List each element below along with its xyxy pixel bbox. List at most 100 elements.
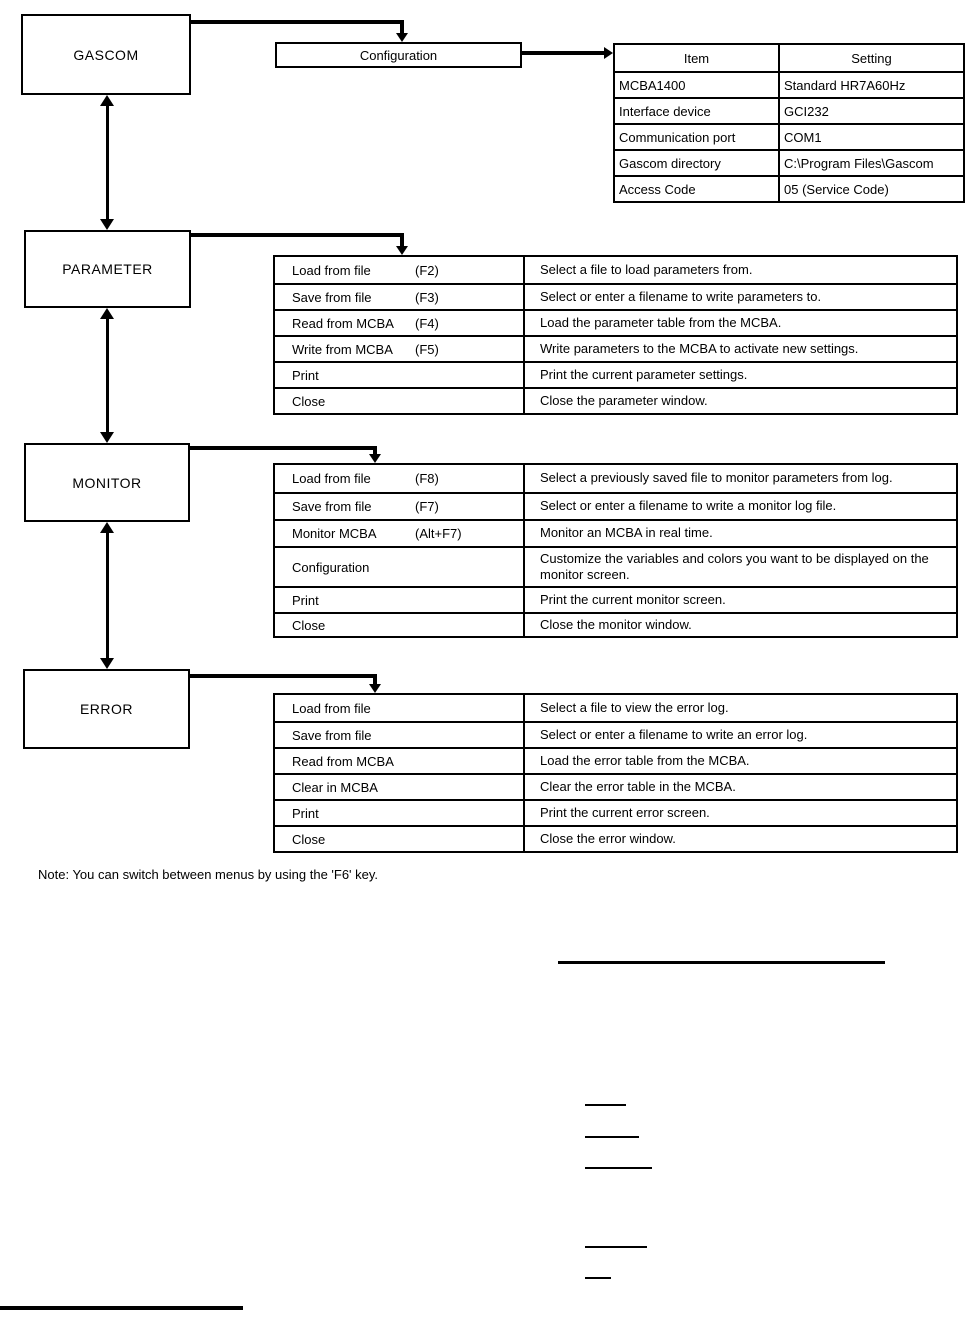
menu-row: Save from file (F7) Select or enter a fil… <box>275 492 956 519</box>
menu-shortcut: (Alt+F7) <box>415 526 462 541</box>
menu-item-label: Load from file <box>292 262 371 278</box>
table-row: Gascom directory C:\Program Files\Gascom <box>615 149 963 175</box>
arrow-down-icon <box>369 454 381 463</box>
table-row: Access Code 05 (Service Code) <box>615 175 963 201</box>
menu-row: Save from file (F3) Select or enter a fil… <box>275 283 956 309</box>
rule-line <box>585 1136 639 1138</box>
gascom-label: GASCOM <box>73 46 139 63</box>
table-header-row: Item Setting <box>615 45 963 71</box>
rule-line <box>585 1104 626 1106</box>
monitor-node: MONITOR <box>24 443 190 522</box>
menu-item-label: Load from file <box>292 700 371 716</box>
rule-line <box>585 1167 652 1169</box>
arrow-down-icon <box>369 684 381 693</box>
menu-item-description: Close the error window. <box>540 830 676 846</box>
arrow-up-icon <box>100 308 114 319</box>
menu-item-label: Close <box>292 617 326 633</box>
menu-item-description: Close the parameter window. <box>540 392 708 408</box>
menu-item-description: Customize the variables and colors you w… <box>540 550 929 582</box>
arrow-down-icon <box>100 658 114 669</box>
menu-item-description: Clear the error table in the MCBA. <box>540 778 736 794</box>
menu-shortcut: (F3) <box>415 289 439 305</box>
double-arrow-gascom-parameter <box>99 95 115 230</box>
menu-row: Read from MCBA (F4) Load the parameter ta… <box>275 309 956 335</box>
config-settings-table: Item Setting MCBA1400 Standard HR7A60Hz … <box>613 43 965 203</box>
arrow-down-icon <box>396 246 408 255</box>
gascom-node: GASCOM <box>21 14 191 95</box>
menu-shortcut: (F7) <box>415 499 439 514</box>
menu-item-label: Print <box>292 367 319 383</box>
monitor-menu-table: Load from file (F8) Select a previously s… <box>273 463 958 638</box>
double-arrow-parameter-monitor <box>99 308 115 443</box>
menu-row: Write from MCBA (F5) Write parameters to … <box>275 335 956 361</box>
arrow-down-icon <box>100 432 114 443</box>
menu-shortcut: (F5) <box>415 341 439 357</box>
arrow-down-icon <box>396 33 408 42</box>
menu-item-label: Clear in MCBA <box>292 779 378 795</box>
column-header-item: Item <box>615 45 780 71</box>
menu-item-label: Save from file <box>292 499 372 514</box>
menu-item-label: Read from MCBA <box>292 315 394 331</box>
parameter-label: PARAMETER <box>62 261 153 277</box>
arrow-down-icon <box>100 219 114 230</box>
rule-line <box>585 1246 647 1248</box>
menu-row: Print Print the current error screen. <box>275 799 956 825</box>
menu-item-label: Close <box>292 831 326 847</box>
menu-row: Print Print the current monitor screen. <box>275 586 956 612</box>
arrow-right-icon <box>604 47 613 59</box>
table-row: MCBA1400 Standard HR7A60Hz <box>615 71 963 97</box>
connector-gascom-config <box>191 20 404 24</box>
menu-item-description: Print the current monitor screen. <box>540 591 726 607</box>
arrow-up-icon <box>100 95 114 106</box>
menu-item-description: Print the current error screen. <box>540 804 710 820</box>
menu-item-label: Load from file <box>292 471 371 486</box>
menu-item-description: Select or enter a filename to write a mo… <box>540 498 837 514</box>
menu-item-label: Read from MCBA <box>292 753 394 769</box>
double-arrow-monitor-error <box>99 522 115 669</box>
parameter-node: PARAMETER <box>24 230 191 308</box>
rule-line <box>585 1277 611 1279</box>
arrow-up-icon <box>100 522 114 533</box>
menu-item-description: Select a previously saved file to monito… <box>540 470 893 486</box>
menu-row: Configuration Customize the variables an… <box>275 546 956 586</box>
menu-item-label: Print <box>292 805 319 821</box>
menu-shortcut: (F2) <box>415 262 439 278</box>
table-row: Interface device GCI232 <box>615 97 963 123</box>
menu-row: Load from file Select a file to view the… <box>275 695 956 721</box>
table-row: Communication port COM1 <box>615 123 963 149</box>
menu-item-description: Write parameters to the MCBA to activate… <box>540 340 859 356</box>
note-text: Note: You can switch between menus by us… <box>38 867 379 882</box>
menu-shortcut: (F4) <box>415 315 439 331</box>
menu-row: Close Close the monitor window. <box>275 612 956 636</box>
menu-item-description: Select a file to load parameters from. <box>540 261 753 277</box>
menu-item-label: Configuration <box>292 559 370 575</box>
menu-shortcut: (F8) <box>415 471 439 486</box>
menu-item-description: Load the error table from the MCBA. <box>540 752 750 768</box>
error-label: ERROR <box>79 701 134 717</box>
error-node: ERROR <box>23 669 190 749</box>
connector-parameter-menu <box>191 233 404 237</box>
menu-row: Load from file (F2) Select a file to load… <box>275 257 956 283</box>
menu-row: Monitor MCBA(Alt+F7) Monitor an MCBA in … <box>275 519 956 546</box>
menu-item-description: Select or enter a filename to write para… <box>540 288 822 304</box>
column-header-setting: Setting <box>851 50 892 66</box>
menu-row: Print Print the current parameter settin… <box>275 361 956 387</box>
connector-error-menu <box>190 674 377 678</box>
rule-line <box>558 961 885 964</box>
menu-row: Load from file (F8) Select a previously s… <box>275 465 956 492</box>
menu-item-description: Select a file to view the error log. <box>540 699 729 715</box>
menu-item-label: Monitor MCBA <box>292 526 377 541</box>
error-menu-table: Load from file Select a file to view the… <box>273 693 958 853</box>
footnote-rule <box>0 1306 243 1310</box>
menu-row: Read from MCBA Load the error table from… <box>275 747 956 773</box>
connector-config-table <box>522 51 605 55</box>
menu-row: Close Close the parameter window. <box>275 387 956 413</box>
menu-item-description: Load the parameter table from the MCBA. <box>540 314 782 330</box>
menu-item-label: Print <box>292 592 319 608</box>
monitor-label: MONITOR <box>72 474 142 491</box>
menu-row: Close Close the error window. <box>275 825 956 851</box>
menu-item-label: Save from file <box>292 289 372 305</box>
connector-monitor-menu <box>190 446 377 450</box>
menu-item-label: Write from MCBA <box>292 341 393 357</box>
